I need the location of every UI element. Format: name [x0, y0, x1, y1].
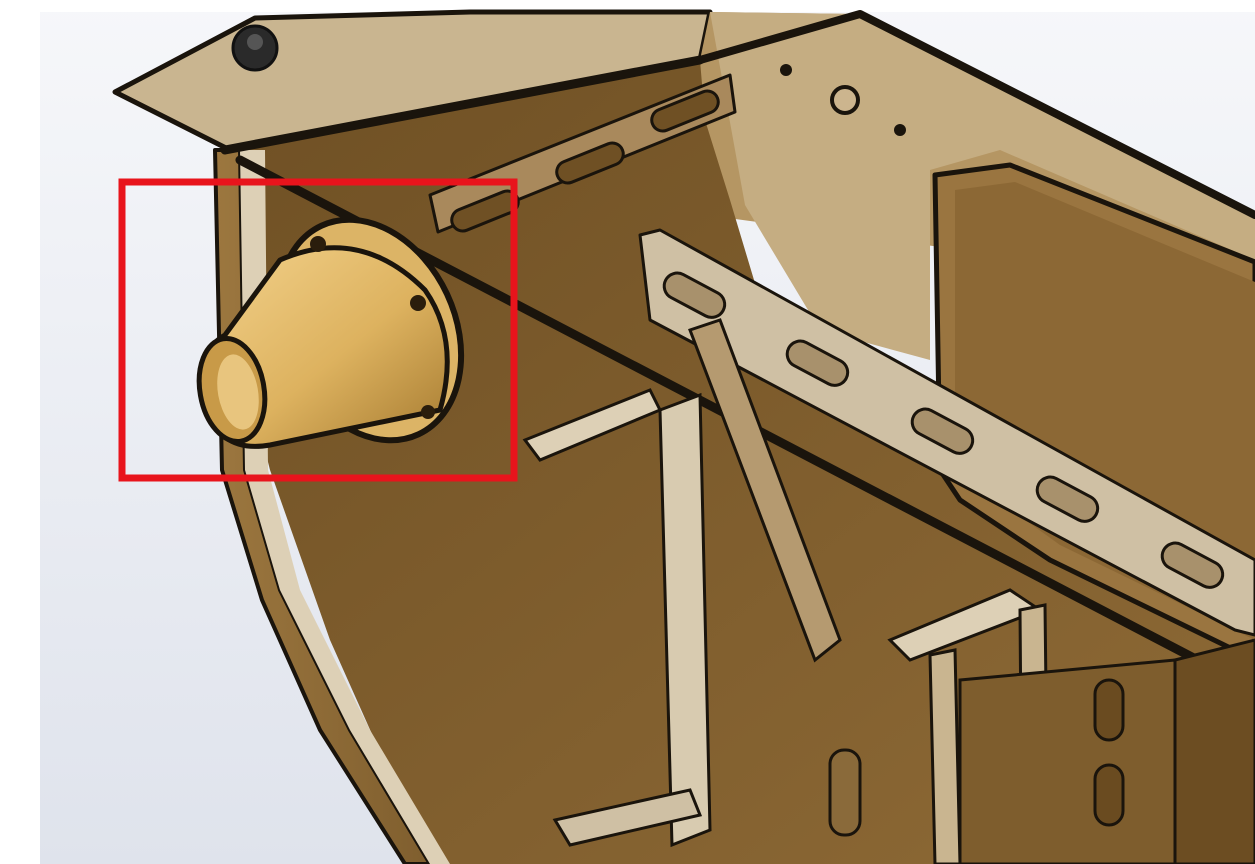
- support-legs: [522, 318, 842, 848]
- highlight-box: [118, 178, 518, 482]
- fasteners: [231, 24, 906, 136]
- left-margin: [0, 0, 40, 864]
- cone-nozzle: [196, 216, 465, 449]
- hole: [894, 124, 906, 136]
- bolt-icon: [231, 24, 279, 72]
- upper-slotted-bracket: [428, 73, 737, 234]
- hole: [830, 85, 860, 115]
- lower-frame: [828, 588, 1255, 864]
- flange-bolt: [410, 295, 426, 311]
- hole: [780, 64, 792, 76]
- top-margin: [0, 0, 1255, 12]
- slotted-cross-brace: [638, 228, 1255, 637]
- flange-bolt: [310, 236, 326, 252]
- flange-bolt: [421, 405, 435, 419]
